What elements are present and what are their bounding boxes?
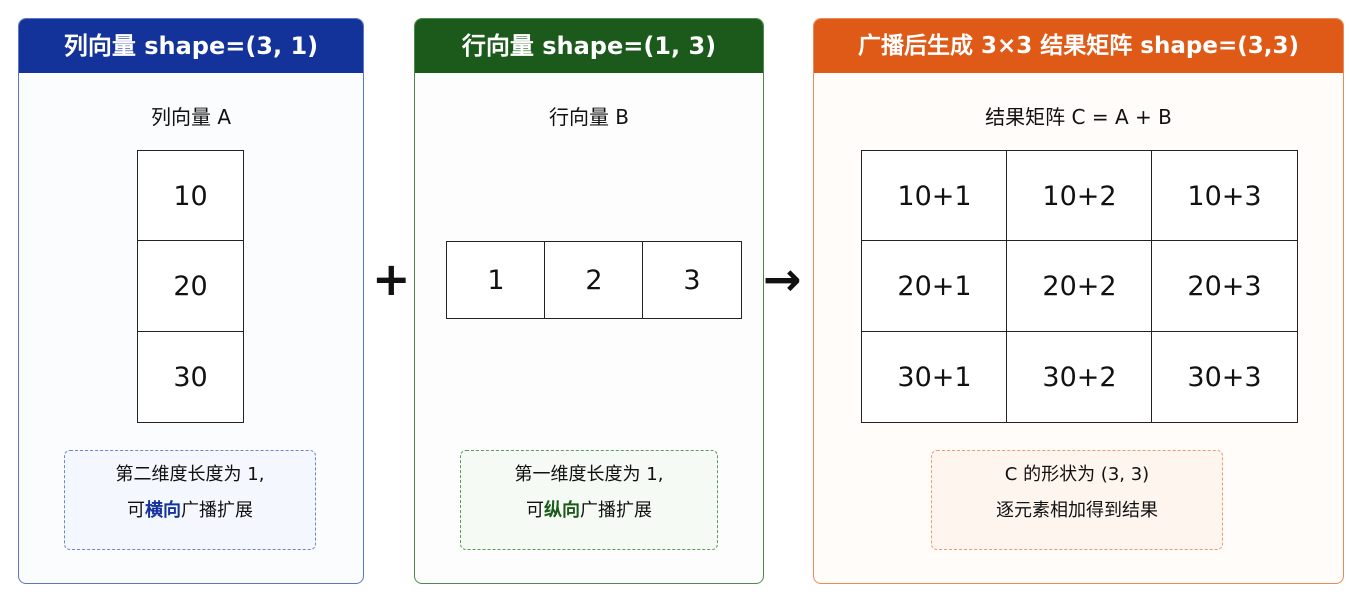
- result-matrix-panel: 广播后生成 3×3 结果矩阵 shape=(3,3) 结果矩阵 C = A + …: [813, 18, 1344, 584]
- matrix-cell: 20+3: [1151, 240, 1298, 333]
- column-vector-panel: 列向量 shape=(3, 1) 列向量 A 10 20 30 第二维度长度为 …: [18, 18, 364, 584]
- row-vector-subtitle: 行向量 B: [548, 105, 630, 129]
- note-text: 可: [526, 500, 544, 521]
- matrix-cell: 30+1: [861, 331, 1008, 423]
- matrix-cell: 10+2: [1006, 150, 1153, 242]
- column-vector-subtitle: 列向量 A: [150, 105, 232, 129]
- matrix-cell: 10+3: [1151, 150, 1298, 242]
- right-arrow-icon: →: [763, 252, 802, 306]
- vector-b-cell: 3: [642, 241, 742, 319]
- matrix-cell: 20+2: [1006, 240, 1153, 333]
- vector-a-cell: 10: [137, 150, 244, 242]
- note-line: 逐元素相加得到结果: [996, 500, 1158, 521]
- vector-b-cell: 2: [544, 241, 644, 319]
- note-line: 可纵向广播扩展: [461, 493, 717, 529]
- note-text: 广播扩展: [181, 500, 253, 521]
- result-matrix-subtitle: 结果矩阵 C = A + B: [985, 105, 1172, 129]
- vector-a-cell: 20: [137, 240, 244, 333]
- note-text: 广播扩展: [580, 500, 652, 521]
- note-text: 可: [127, 500, 145, 521]
- note-line: C 的形状为 (3, 3): [1004, 464, 1150, 485]
- result-matrix-note: C 的形状为 (3, 3) 逐元素相加得到结果: [931, 450, 1223, 550]
- matrix-cell: 30+3: [1151, 331, 1298, 423]
- note-highlight-vertical: 纵向: [544, 500, 580, 521]
- plus-operator: +: [372, 252, 411, 306]
- row-vector-panel: 行向量 shape=(1, 3) 行向量 B 1 2 3 第一维度长度为 1, …: [414, 18, 764, 584]
- matrix-cell: 30+2: [1006, 331, 1153, 423]
- note-line: 第二维度长度为 1,: [115, 464, 265, 485]
- row-vector-note: 第一维度长度为 1, 可纵向广播扩展: [460, 450, 718, 550]
- vector-b-cell: 1: [446, 241, 546, 319]
- column-vector-note: 第二维度长度为 1, 可横向广播扩展: [64, 450, 316, 550]
- matrix-cell: 10+1: [861, 150, 1008, 242]
- matrix-cell: 20+1: [861, 240, 1008, 333]
- note-line: 第一维度长度为 1,: [514, 464, 664, 485]
- column-vector-title: 列向量 shape=(3, 1): [19, 19, 363, 73]
- row-vector-title: 行向量 shape=(1, 3): [415, 19, 763, 73]
- note-highlight-horizontal: 横向: [145, 500, 181, 521]
- result-matrix-title: 广播后生成 3×3 结果矩阵 shape=(3,3): [814, 19, 1343, 73]
- note-line: 可横向广播扩展: [65, 493, 315, 529]
- vector-a-cell: 30: [137, 331, 244, 423]
